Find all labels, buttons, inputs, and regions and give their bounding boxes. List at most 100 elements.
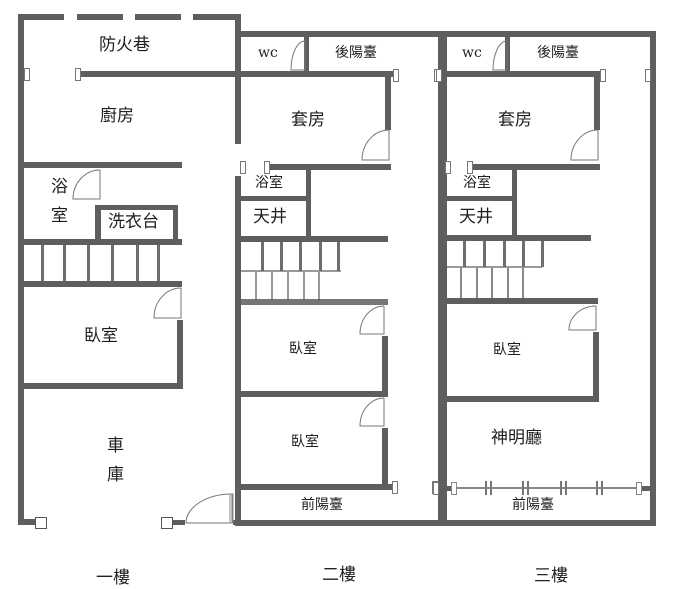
window-mullion (485, 481, 492, 495)
stair-tread (337, 242, 340, 271)
room-label-bathroom: 浴室 (255, 175, 283, 191)
room-label-bedroom: 臥室 (84, 326, 118, 346)
room-label-wc: wc (462, 45, 482, 61)
room-label-rear-balcony: 後陽臺 (537, 45, 579, 61)
wall (445, 71, 602, 77)
wall (193, 14, 239, 20)
window-jamb (264, 161, 270, 174)
stair-tread (261, 242, 264, 271)
room-label-laundry: 洗衣台 (108, 212, 159, 232)
wall (650, 31, 656, 526)
window-jamb (445, 161, 451, 174)
wall (18, 239, 182, 245)
sliding-window-rail (455, 487, 640, 489)
stair-tread (463, 241, 466, 267)
room-label-suite: 套房 (291, 110, 325, 130)
stair-tread (491, 268, 493, 299)
wall (235, 176, 241, 526)
window-jamb (600, 69, 606, 82)
window-jamb (392, 481, 398, 494)
wall (77, 14, 123, 20)
floor-title-3: 三樓 (534, 566, 568, 586)
window-jamb (24, 68, 30, 81)
stair-landing (241, 270, 341, 272)
stair-tread (299, 242, 302, 271)
room-label-rear-balcony: 後陽臺 (335, 45, 377, 61)
room-label-light-well: 天井 (459, 207, 493, 227)
window-mullion (522, 481, 529, 495)
wall (445, 196, 517, 201)
window-mullion (560, 481, 567, 495)
stair-tread (319, 242, 322, 271)
window-jamb (240, 161, 246, 174)
wall (233, 520, 241, 525)
stair-tread (87, 245, 90, 281)
wall (441, 486, 455, 491)
wall (640, 486, 656, 491)
wall (512, 167, 517, 237)
window-jamb (433, 482, 439, 495)
wall (306, 167, 311, 237)
stair-tread (271, 271, 273, 301)
window-jamb (467, 161, 473, 174)
wall (594, 74, 600, 130)
wall (441, 520, 656, 526)
room-label-bedroom-1: 臥室 (289, 341, 317, 357)
stair-tread (255, 271, 257, 301)
stair-tread (63, 245, 66, 281)
wall (238, 196, 310, 201)
wall (445, 235, 591, 241)
stair-tread (318, 271, 320, 301)
wall (238, 71, 395, 77)
stair-tread (522, 241, 525, 267)
stair-tread (287, 271, 289, 301)
window-jamb (393, 69, 399, 82)
room-label-bedroom-2: 臥室 (291, 434, 319, 450)
window-jamb (436, 69, 442, 82)
stair-tread (157, 245, 160, 281)
stair-tread (303, 271, 305, 301)
room-label-wc: wc (258, 45, 278, 61)
wall (385, 74, 391, 130)
room-label-shrine-hall: 神明廳 (491, 428, 542, 448)
stair-tread (476, 268, 478, 299)
room-label-garage: 車庫 (103, 436, 123, 494)
floor-title-2: 二樓 (322, 565, 356, 585)
wall (304, 31, 309, 73)
stair-tread (280, 242, 283, 271)
wall (593, 332, 599, 402)
wall (18, 14, 24, 525)
wall (18, 14, 64, 20)
column (161, 517, 173, 529)
wall (469, 164, 600, 170)
wall (238, 299, 388, 305)
stair-tread (41, 245, 44, 281)
wall (382, 336, 388, 396)
wall (441, 31, 656, 37)
wall (173, 205, 178, 242)
stair-tread (503, 241, 506, 267)
wall (445, 396, 599, 402)
wall (238, 391, 388, 397)
window-jamb (645, 69, 651, 82)
wall (238, 484, 393, 490)
column (35, 517, 47, 529)
stair-landing (447, 266, 542, 268)
wall (135, 14, 181, 20)
window-jamb (75, 68, 81, 81)
wall (18, 519, 36, 525)
room-label-bathroom: 浴室 (47, 177, 67, 235)
wall (238, 31, 444, 37)
room-label-suite: 套房 (498, 110, 532, 130)
window-jamb (636, 482, 642, 495)
wall (445, 298, 598, 304)
stair-tread (541, 241, 544, 267)
floor-title-1: 一樓 (96, 568, 130, 588)
wall (238, 520, 444, 526)
stair-tread (111, 245, 114, 281)
wall (18, 162, 182, 168)
wall (80, 71, 238, 77)
